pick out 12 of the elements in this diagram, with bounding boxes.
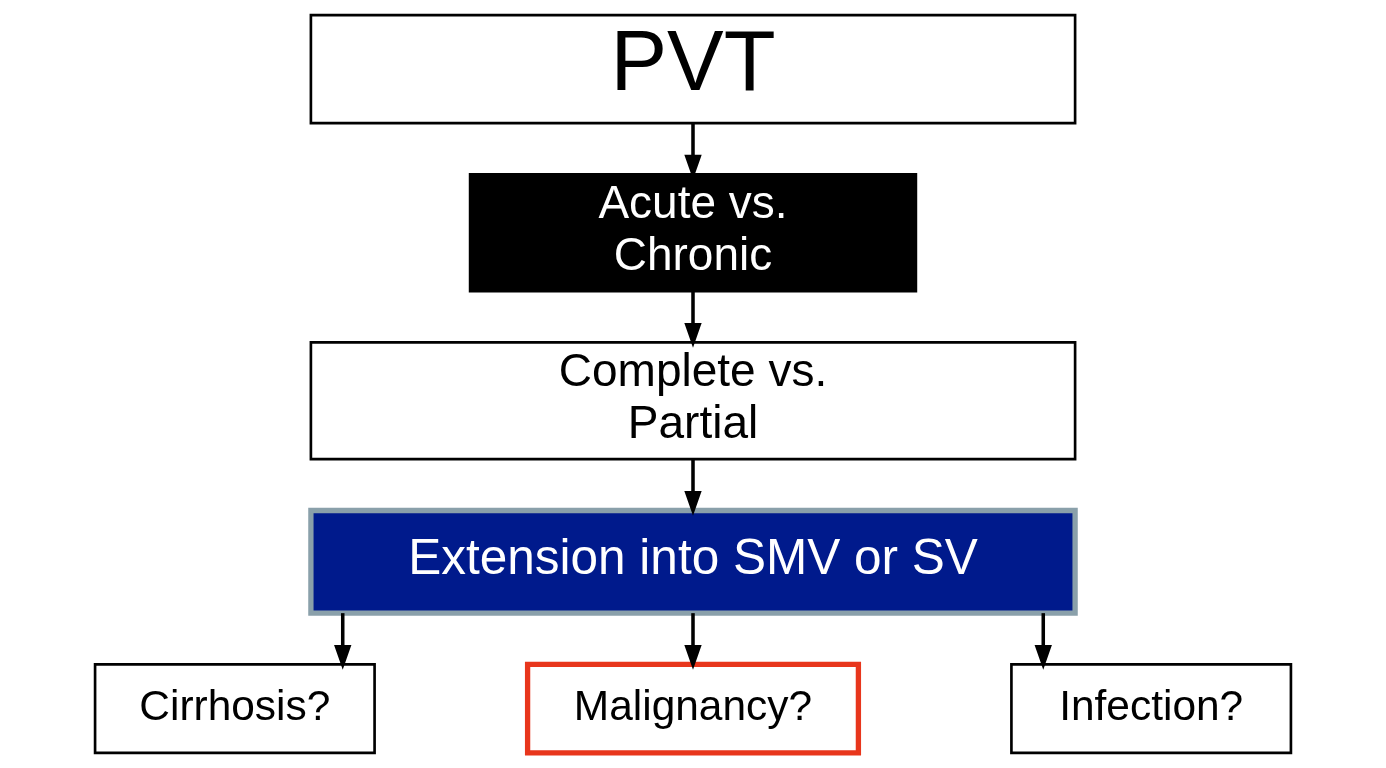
arrow bbox=[1034, 613, 1052, 670]
arrow bbox=[684, 459, 702, 516]
arrow bbox=[334, 613, 352, 670]
arrow bbox=[684, 613, 702, 670]
node-box: Extension into SMV or SV bbox=[308, 507, 1078, 616]
node-box: Cirrhosis? bbox=[93, 663, 376, 755]
arrow bbox=[684, 291, 702, 348]
node-box: Infection? bbox=[1010, 663, 1293, 755]
node-box: Acute vs. Chronic bbox=[468, 173, 918, 293]
node-box: PVT bbox=[309, 13, 1077, 125]
node-box: Malignancy? bbox=[524, 661, 862, 756]
node-box: Complete vs. Partial bbox=[309, 341, 1077, 461]
